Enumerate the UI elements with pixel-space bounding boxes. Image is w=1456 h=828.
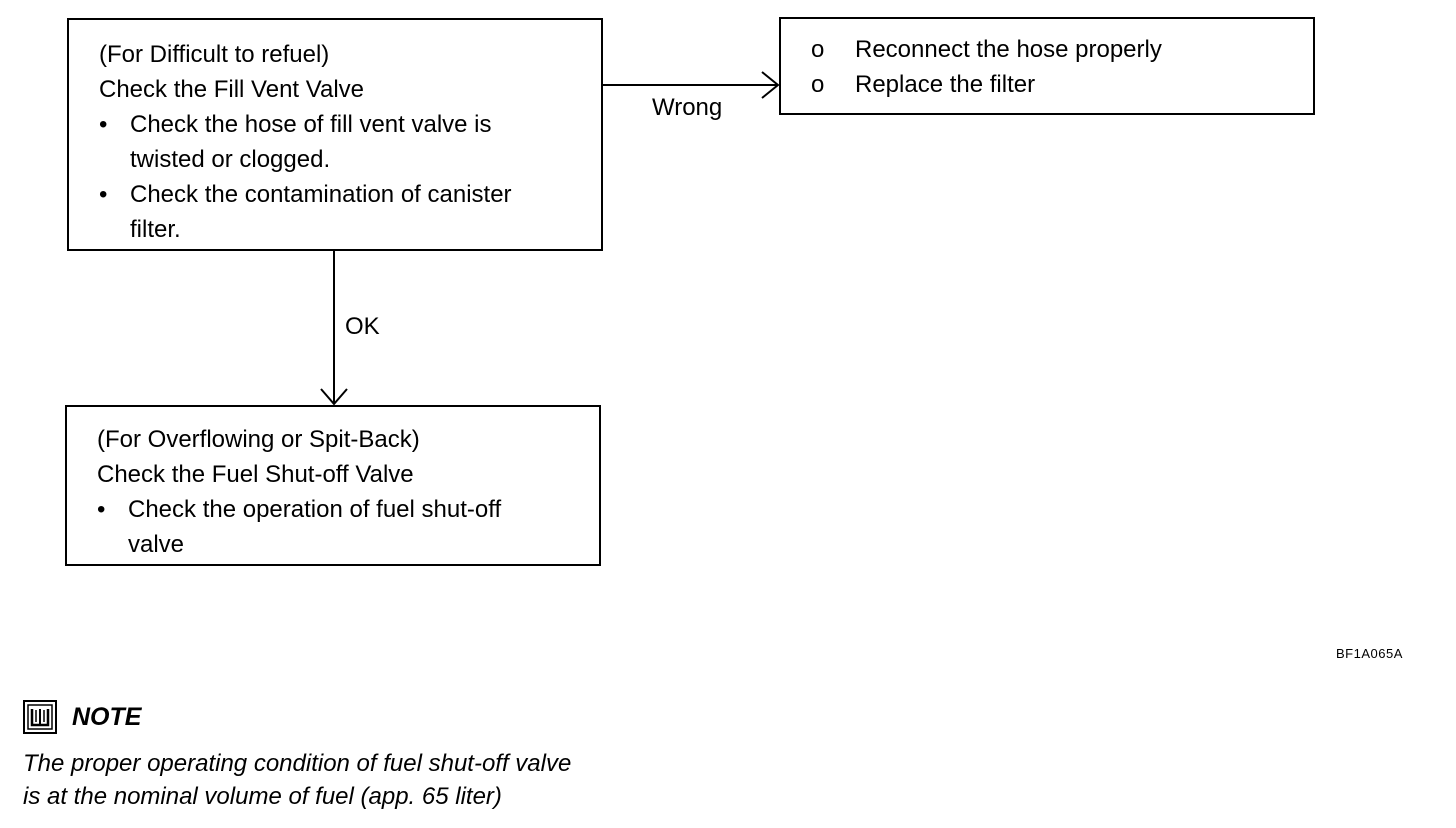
- note-body: The proper operating condition of fuel s…: [23, 747, 723, 813]
- fuel-shutoff-title: Check the Fuel Shut-off Valve: [97, 461, 414, 488]
- note-line-2: is at the nominal volume of fuel (app. 6…: [23, 783, 502, 810]
- circle-bullet-icon: o: [811, 71, 825, 98]
- fill-vent-item-filter: • Check the contamination of canister fi…: [99, 177, 601, 247]
- note-title: NOTE: [72, 702, 142, 731]
- wrong-edge-label: Wrong: [652, 94, 723, 121]
- circle-bullet-icon: o: [811, 36, 825, 63]
- fill-vent-item-hose: • Check the hose of fill vent valve is t…: [99, 107, 601, 177]
- fuel-shutoff-item-operation: • Check the operation of fuel shut-off v…: [97, 492, 599, 562]
- remedy-item-replace-text: Replace the filter: [855, 71, 1036, 98]
- ok-arrow: [320, 251, 348, 406]
- remedy-item-reconnect-text: Reconnect the hose properly: [855, 36, 1162, 63]
- note-header: NOTE: [22, 698, 141, 736]
- fill-vent-item-filter-line2: filter.: [130, 216, 181, 243]
- fill-vent-item-hose-line1: Check the hose of fill vent valve is: [130, 111, 492, 138]
- fill-vent-item-hose-line2: twisted or clogged.: [130, 146, 331, 173]
- fuel-shutoff-condition: (For Overflowing or Spit-Back): [97, 426, 420, 453]
- bullet-icon: •: [97, 496, 106, 523]
- fuel-shutoff-check-box: (For Overflowing or Spit-Back) Check the…: [65, 405, 601, 566]
- ok-edge-label: OK: [345, 313, 380, 340]
- bullet-icon: •: [99, 181, 108, 208]
- note-book-icon: [23, 700, 57, 734]
- fill-vent-check-box: (For Difficult to refuel) Check the Fill…: [67, 18, 603, 251]
- fuel-shutoff-item-line1: Check the operation of fuel shut-off: [128, 496, 502, 523]
- remedy-box: o Reconnect the hose properly o Replace …: [779, 17, 1315, 115]
- figure-code: BF1A065A: [1336, 646, 1403, 661]
- fill-vent-title: Check the Fill Vent Valve: [99, 76, 365, 103]
- remedy-item-replace: o Replace the filter: [781, 67, 1313, 102]
- remedy-item-reconnect: o Reconnect the hose properly: [781, 32, 1313, 67]
- fill-vent-condition: (For Difficult to refuel): [99, 41, 330, 68]
- fuel-shutoff-item-line2: valve: [128, 531, 185, 558]
- bullet-icon: •: [99, 111, 108, 138]
- note-line-1: The proper operating condition of fuel s…: [23, 750, 572, 777]
- fill-vent-item-filter-line1: Check the contamination of canister: [130, 181, 512, 208]
